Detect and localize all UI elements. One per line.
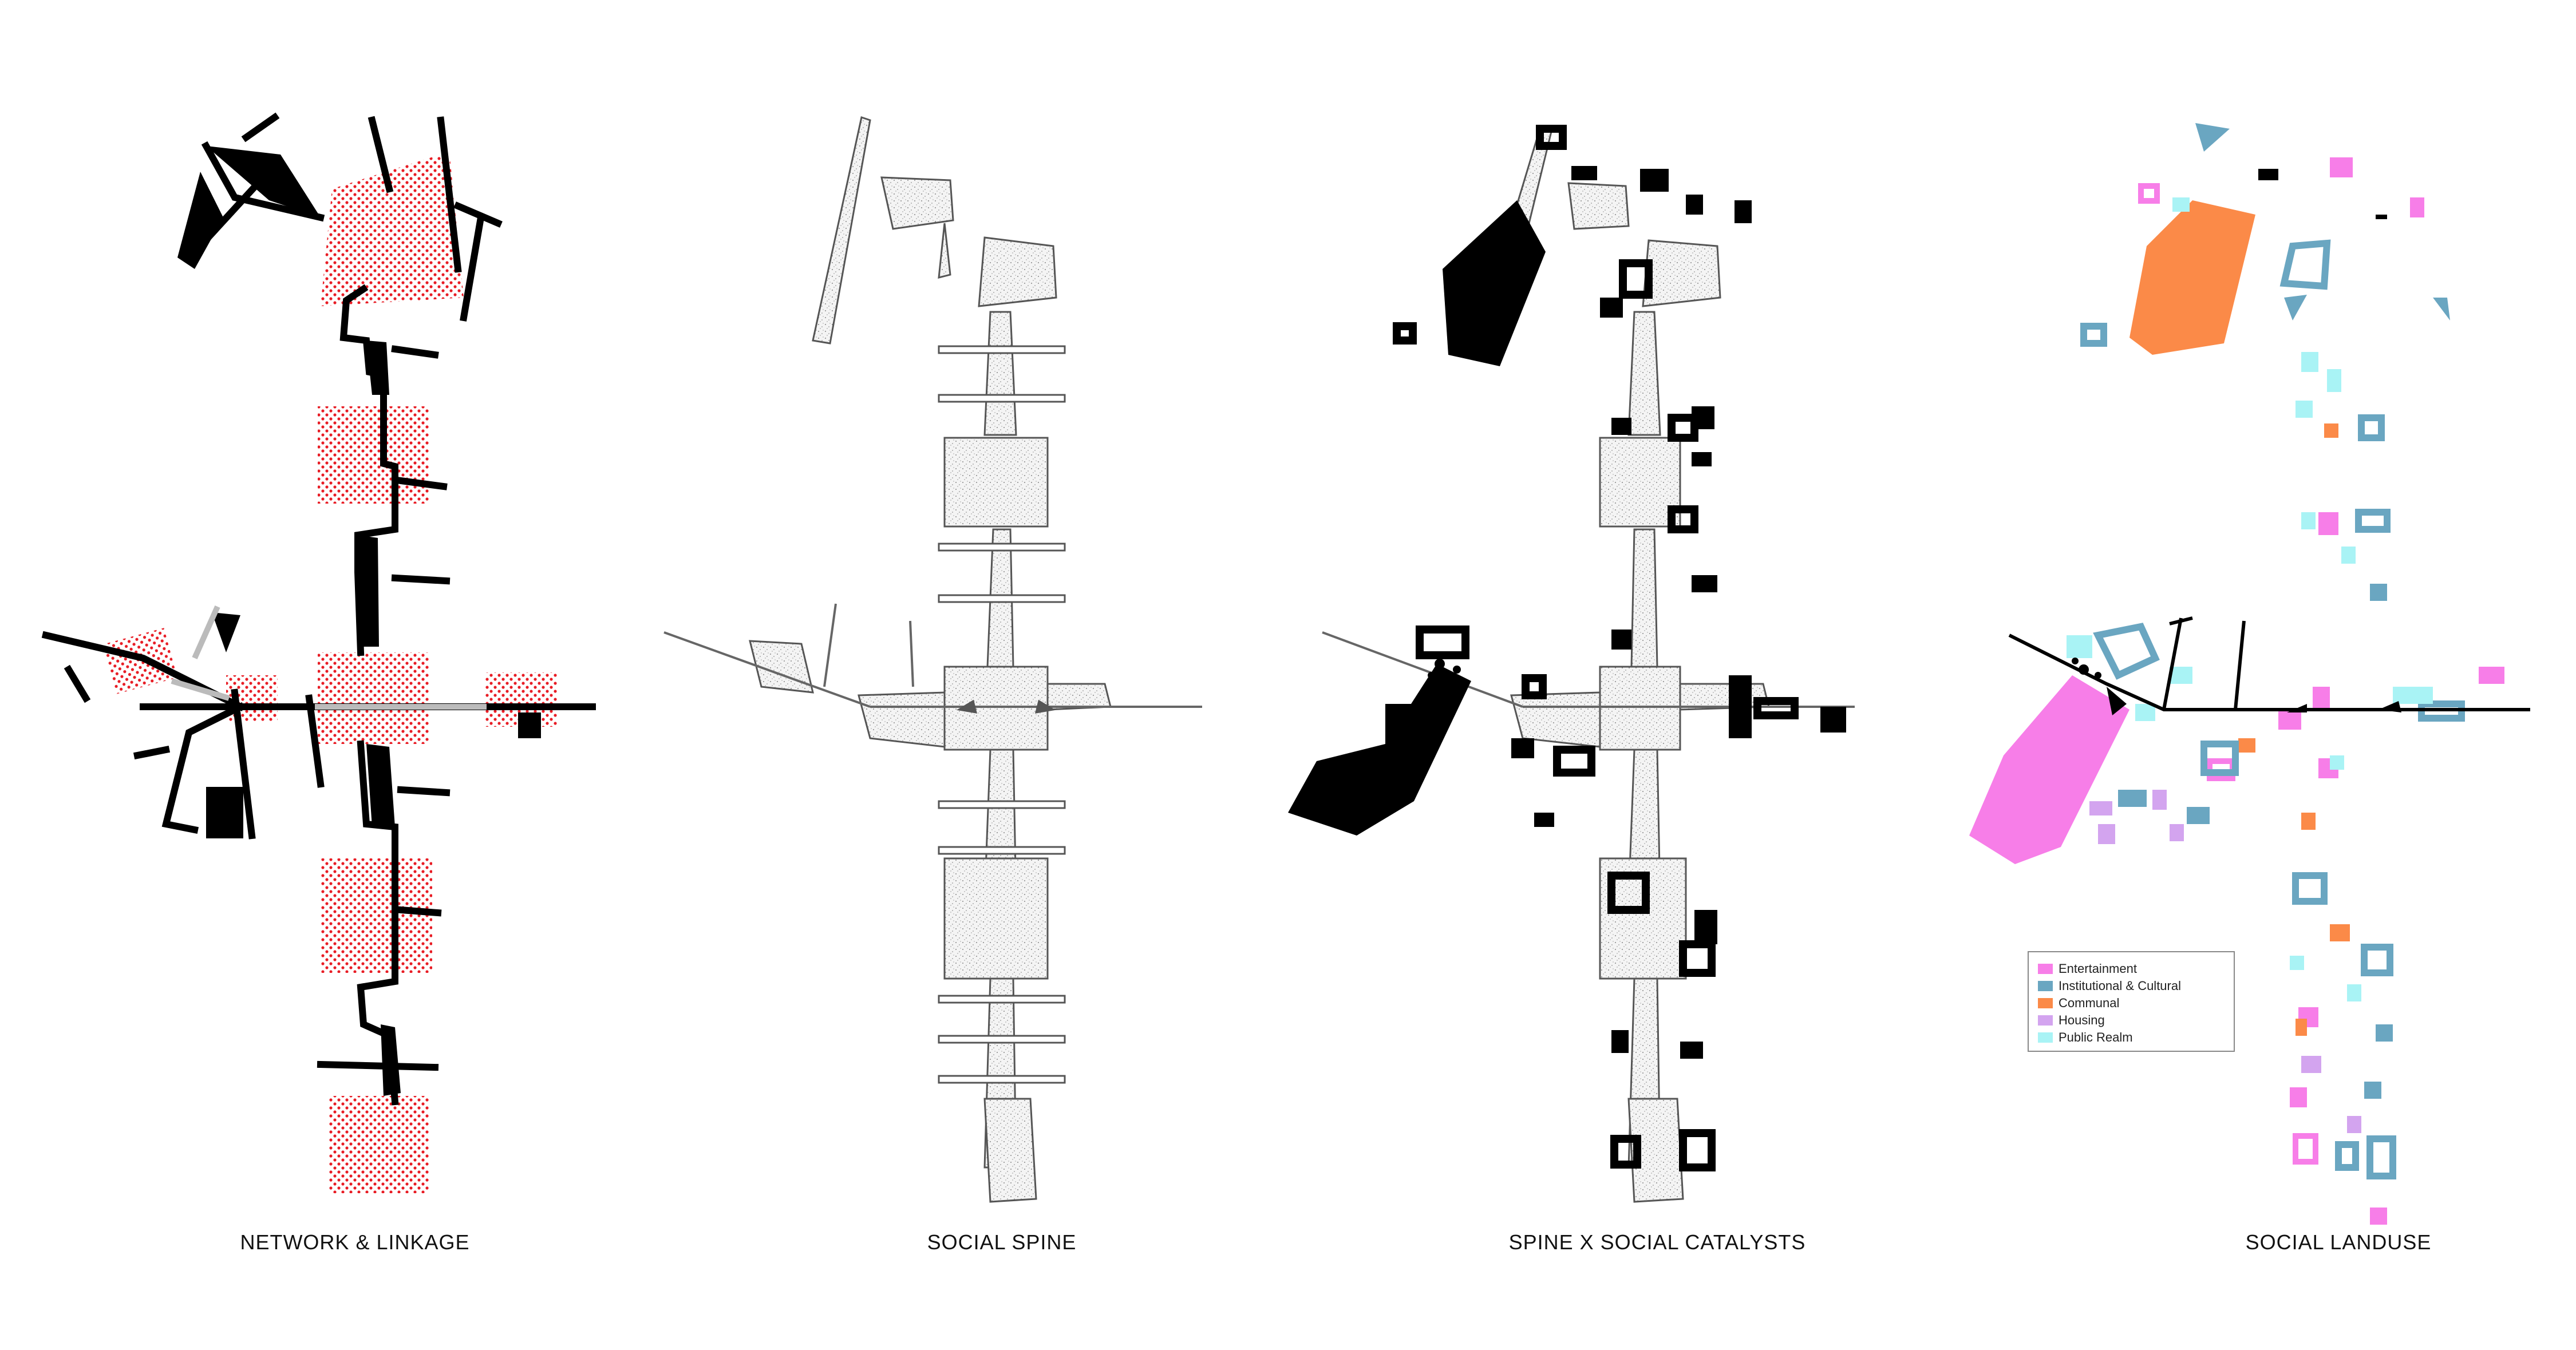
landuse-black-markers: [2072, 169, 2401, 715]
legend-label: Communal: [2059, 996, 2120, 1010]
landuse-housing: [2089, 790, 2361, 1133]
red-node-upper: [318, 406, 429, 504]
catalyst-e2: [1820, 707, 1846, 733]
catalyst-n3: [1686, 195, 1703, 215]
panel-spine-catalysts: [1288, 125, 1855, 1203]
network-block-west-small: [212, 612, 240, 652]
network-block-east: [518, 712, 541, 738]
red-node-north: [321, 152, 464, 306]
legend-label: Housing: [2059, 1013, 2105, 1027]
catalyst-s5: [1680, 1042, 1703, 1059]
landuse-public-realm: [2067, 197, 2433, 1001]
catalyst-s4: [1611, 1030, 1629, 1053]
network-block-north-west: [177, 172, 223, 269]
spine-upper-plaza: [943, 437, 1049, 528]
spine-north-node: [978, 236, 1057, 307]
catalyst-w-block: [1385, 704, 1420, 750]
landuse-communal: [2129, 200, 2350, 1036]
network-wedge-mid: [358, 535, 379, 647]
red-node-lower: [321, 858, 432, 973]
legend-swatch: [2038, 998, 2053, 1008]
spine-mid-spur: [909, 620, 914, 687]
landuse-entertainment: [1969, 157, 2504, 1225]
spine-marker-west: [956, 699, 978, 714]
caption-spine-catalysts: SPINE X SOCIAL CATALYSTS: [1508, 1230, 1806, 1254]
landuse-institutional: [2118, 123, 2450, 1099]
caption-network-linkage: NETWORK & LINKAGE: [240, 1230, 470, 1254]
spine-cross-streets: [938, 345, 1066, 1084]
spine-west-road: [663, 631, 871, 708]
legend-swatch: [2038, 1032, 2053, 1043]
legend-swatch: [2038, 964, 2053, 974]
legend-label: Institutional & Cultural: [2059, 979, 2181, 993]
catalyst-s3: [1694, 910, 1717, 944]
network-grey-links: [171, 605, 487, 710]
catalyst-n2: [1571, 166, 1597, 180]
network-wedge-low: [381, 1024, 401, 1096]
catalyst-s1: [1511, 738, 1534, 758]
spine-upper-stem: [983, 311, 1017, 436]
red-node-west: [103, 628, 177, 694]
catalyst-m2: [1611, 630, 1631, 650]
network-wedge-north: [206, 146, 321, 217]
spine-north-arm: [812, 116, 871, 345]
catalyst-n1: [1640, 169, 1669, 192]
legend-label: Entertainment: [2059, 961, 2137, 976]
spine-north-block: [880, 176, 954, 230]
catalyst-n5: [1600, 298, 1623, 318]
network-block-west: [206, 787, 243, 838]
network-wedge-upper: [366, 341, 389, 395]
catalyst-n4: [1735, 200, 1752, 223]
catalyst-spine: [1322, 128, 1855, 1203]
spine-lower-plaza: [943, 857, 1049, 980]
panel-social-landuse: [1969, 123, 2530, 1225]
legend-label: Public Realm: [2059, 1030, 2133, 1044]
landuse-legend: Entertainment Institutional & Cultural C…: [2028, 951, 2235, 1052]
catalyst-e1: [1729, 675, 1752, 738]
catalyst-s2: [1534, 813, 1554, 827]
legend-swatch: [2038, 1015, 2053, 1026]
red-node-areas: [103, 152, 557, 1193]
panel-social-spine: [663, 116, 1202, 1203]
legend-item-housing: Housing: [2038, 1012, 2225, 1029]
red-node-center: [318, 652, 429, 744]
catalyst-large-north: [1443, 200, 1546, 366]
landuse-institutional-courts: [2080, 239, 2465, 1179]
legend-item-public-realm: Public Realm: [2038, 1029, 2225, 1046]
network-wedge-south: [366, 744, 395, 827]
spine-south-block: [983, 1098, 1037, 1203]
caption-social-landuse: SOCIAL LANDUSE: [2245, 1230, 2432, 1254]
legend-item-communal: Communal: [2038, 995, 2225, 1012]
catalyst-courtyards: [1393, 125, 1799, 1171]
landuse-road-network: [2008, 616, 2530, 711]
network-solids: [177, 146, 541, 1096]
legend-item-entertainment: Entertainment: [2038, 960, 2225, 977]
spine-north-link: [938, 223, 951, 279]
panel-network-linkage: [41, 112, 596, 1193]
catalyst-u3: [1692, 452, 1712, 466]
spine-marker-east: [1034, 699, 1056, 714]
spine-west-spur: [823, 603, 837, 687]
red-node-south: [329, 1096, 429, 1193]
caption-social-spine: SOCIAL SPINE: [927, 1230, 1077, 1254]
catalyst-large-west: [1288, 664, 1471, 836]
legend-swatch: [2038, 981, 2053, 991]
spine-west-arm: [858, 691, 946, 748]
catalyst-m1: [1692, 575, 1717, 592]
network-lines: [41, 112, 596, 1106]
catalyst-buildings: [1288, 166, 1846, 1059]
legend-item-institutional-cultural: Institutional & Cultural: [2038, 977, 2225, 995]
catalyst-dots: [1428, 659, 1461, 679]
catalyst-u1: [1611, 418, 1631, 435]
